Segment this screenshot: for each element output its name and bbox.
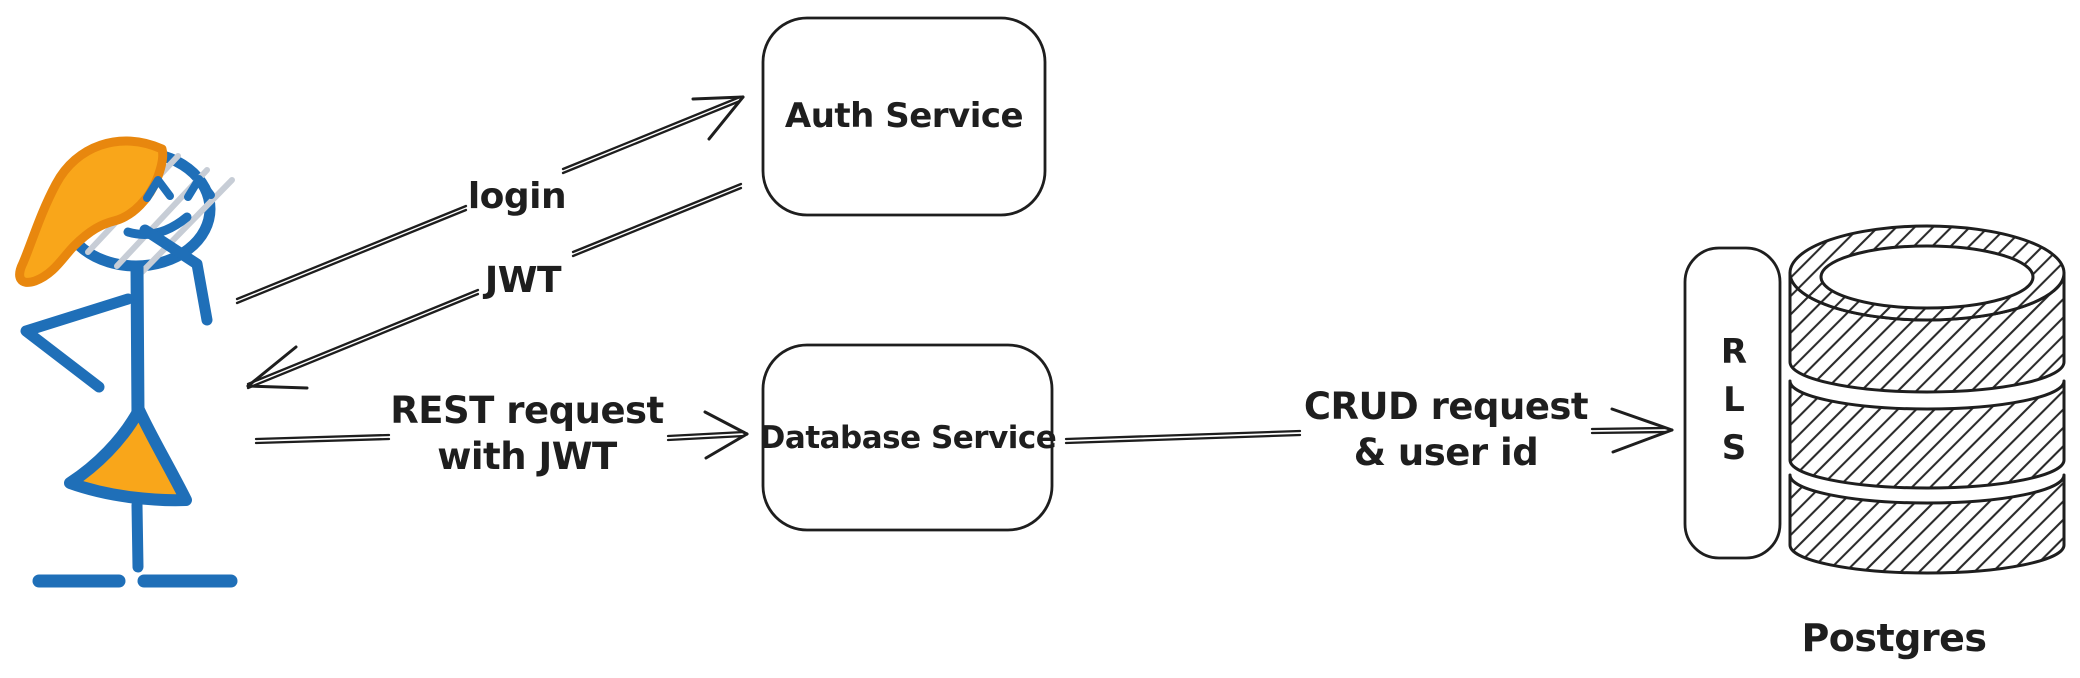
- auth-service-box: [761, 16, 1047, 217]
- jwt-label: JWT: [484, 260, 562, 301]
- crud-request-arrow: [1064, 407, 1674, 454]
- rls-letter-l: L: [1723, 380, 1745, 420]
- rls-box: [1683, 246, 1782, 560]
- database-service-box: [761, 343, 1054, 532]
- user-arm-chin: [139, 224, 213, 326]
- jwt-arrow: [246, 182, 743, 390]
- rls-label: R L S: [1721, 328, 1747, 472]
- login-arrow: [235, 95, 745, 305]
- rls-letter-s: S: [1721, 428, 1747, 468]
- rls-letter-r: R: [1720, 332, 1748, 372]
- rest-request-label: REST request with JWT: [390, 389, 664, 478]
- login-label: login: [467, 176, 567, 217]
- crud-request-label: CRUD request & user id: [1303, 385, 1589, 474]
- user-arm-hip: [20, 293, 134, 393]
- rest-request-arrow: [254, 410, 749, 460]
- stick-figure-user-icon: [15, 136, 238, 588]
- database-service-label: Database Service: [759, 420, 1057, 456]
- user-torso: [130, 260, 145, 423]
- user-leg: [131, 499, 144, 573]
- auth-service-label: Auth Service: [784, 96, 1024, 136]
- user-eyes: [143, 175, 215, 202]
- user-skirt: [64, 404, 192, 507]
- database-cylinder-icon: [1788, 224, 2066, 575]
- postgres-label: Postgres: [1801, 616, 1987, 660]
